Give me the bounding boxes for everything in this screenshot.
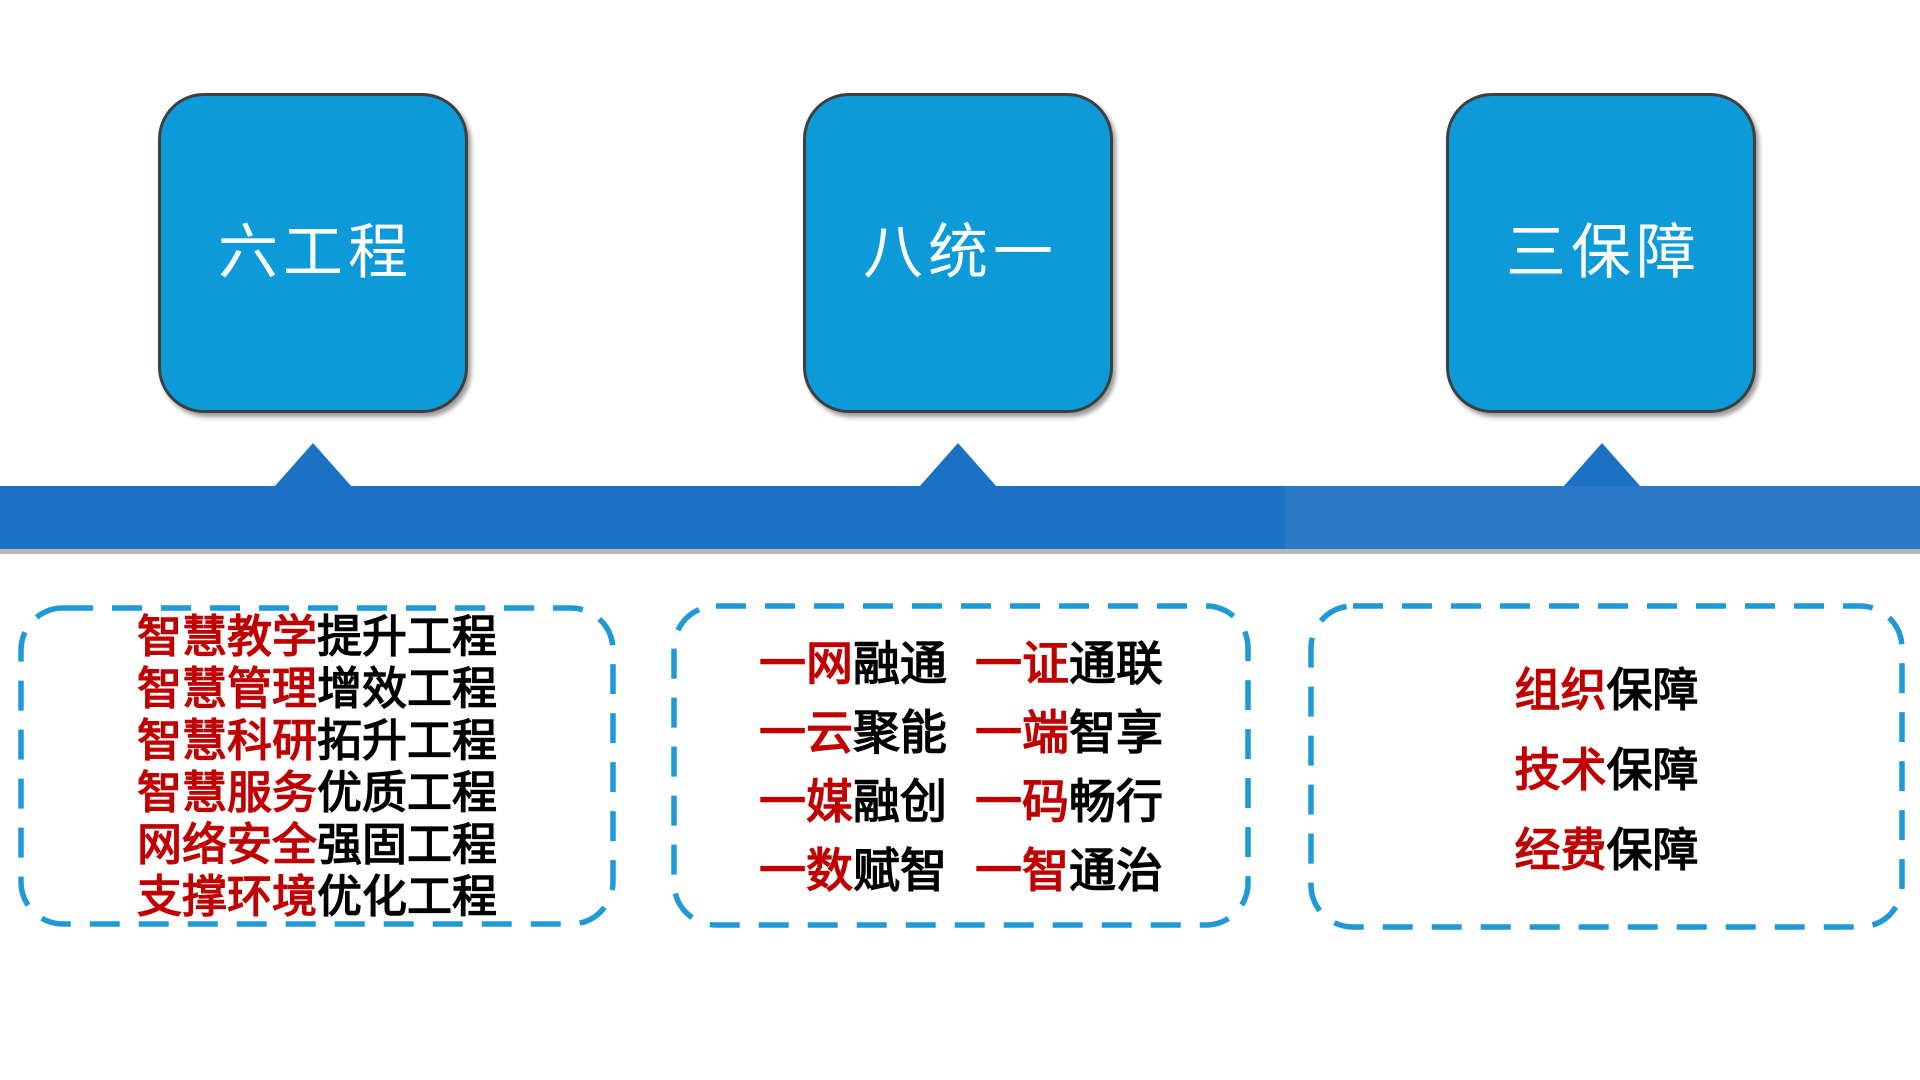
six-projects-list: 智慧教学提升工程 智慧管理增效工程 智慧科研拓升工程 智慧服务优质工程 网络安全…: [18, 605, 616, 927]
list-item: 一证通联: [975, 629, 1163, 698]
list-item-highlight: 智慧管理: [136, 663, 317, 714]
list-item-text: 保障: [1606, 664, 1699, 716]
panel-three-guarantees: 组织保障 技术保障 经费保障: [1308, 603, 1905, 930]
list-item: 一网融通: [759, 629, 947, 698]
list-item-text: 通治: [1069, 844, 1163, 897]
connector-triangle-three-guarantees: [1563, 443, 1641, 487]
list-item-highlight: 智慧教学: [136, 611, 317, 662]
list-item: 技术保障: [1515, 730, 1699, 810]
list-item-text: 融通: [853, 637, 947, 690]
list-item: 一智通治: [975, 836, 1163, 905]
list-item: 一云聚能: [759, 698, 947, 767]
list-item-text: 提升工程: [317, 611, 498, 662]
list-item: 智慧管理增效工程: [137, 663, 497, 715]
panel-six-projects: 智慧教学提升工程 智慧管理增效工程 智慧科研拓升工程 智慧服务优质工程 网络安全…: [18, 605, 616, 927]
eight-unifications-list: 一网融通 一证通联 一云聚能 一端智享 一媒融创 一码畅行 一数赋智 一智通治: [671, 603, 1251, 928]
list-item: 经费保障: [1515, 810, 1699, 890]
list-item-highlight: 智慧科研: [136, 715, 317, 766]
list-item-text: 智享: [1069, 706, 1163, 759]
connector-triangle-eight-unifications: [919, 443, 997, 487]
list-item: 智慧服务优质工程: [137, 767, 497, 819]
top-box-three-guarantees-label: 三保障: [1506, 219, 1701, 286]
list-item-text: 拓升工程: [317, 715, 498, 766]
list-item: 网络安全强固工程: [137, 819, 497, 871]
list-item-text: 赋智: [853, 844, 947, 897]
list-item: 智慧科研拓升工程: [137, 715, 497, 767]
list-item-highlight: 经费: [1514, 824, 1607, 876]
list-item: 一媒融创: [759, 767, 947, 836]
top-box-eight-unifications-label: 八统一: [863, 219, 1058, 286]
dashed-border: [18, 605, 616, 927]
three-guarantees-list: 组织保障 技术保障 经费保障: [1308, 603, 1905, 930]
list-item-text: 强固工程: [317, 819, 498, 870]
list-item-text: 通联: [1069, 637, 1163, 690]
list-item-highlight: 智慧服务: [136, 767, 317, 818]
top-box-eight-unifications: 八统一: [803, 93, 1113, 413]
list-item: 组织保障: [1515, 650, 1699, 730]
timeline-bar-right-segment: [1285, 486, 1920, 549]
list-item-highlight: 一媒: [759, 775, 853, 828]
list-item-highlight: 一数: [759, 844, 853, 897]
panel-eight-unifications: 一网融通 一证通联 一云聚能 一端智享 一媒融创 一码畅行 一数赋智 一智通治: [671, 603, 1251, 928]
connector-triangle-six-projects: [274, 443, 352, 487]
list-item: 一码畅行: [975, 767, 1163, 836]
list-item-highlight: 一端: [975, 706, 1069, 759]
list-item-highlight: 技术: [1514, 744, 1607, 796]
list-item-text: 保障: [1606, 744, 1699, 796]
list-item-highlight: 组织: [1514, 664, 1607, 716]
top-box-six-projects-label: 六工程: [218, 219, 413, 286]
list-item: 支撑环境优化工程: [137, 871, 497, 923]
list-item-text: 融创: [853, 775, 947, 828]
list-item-highlight: 网络安全: [136, 819, 317, 870]
list-item: 一端智享: [975, 698, 1163, 767]
list-item-highlight: 一智: [975, 844, 1069, 897]
list-item-text: 优质工程: [317, 767, 498, 818]
list-item: 一数赋智: [759, 836, 947, 905]
list-item: 智慧教学提升工程: [137, 611, 497, 663]
list-item-text: 畅行: [1069, 775, 1163, 828]
dashed-border: [1308, 603, 1905, 930]
top-box-three-guarantees: 三保障: [1446, 93, 1756, 413]
list-item-highlight: 一云: [759, 706, 853, 759]
list-item-highlight: 一码: [975, 775, 1069, 828]
list-item-text: 保障: [1606, 824, 1699, 876]
top-box-six-projects: 六工程: [158, 93, 468, 413]
list-item-highlight: 一证: [975, 637, 1069, 690]
list-item-highlight: 一网: [759, 637, 853, 690]
dashed-border: [671, 603, 1251, 928]
timeline-bar-shadow: [0, 549, 1920, 554]
list-item-highlight: 支撑环境: [136, 871, 317, 922]
list-item-text: 增效工程: [317, 663, 498, 714]
list-item-text: 优化工程: [317, 871, 498, 922]
list-item-text: 聚能: [853, 706, 947, 759]
